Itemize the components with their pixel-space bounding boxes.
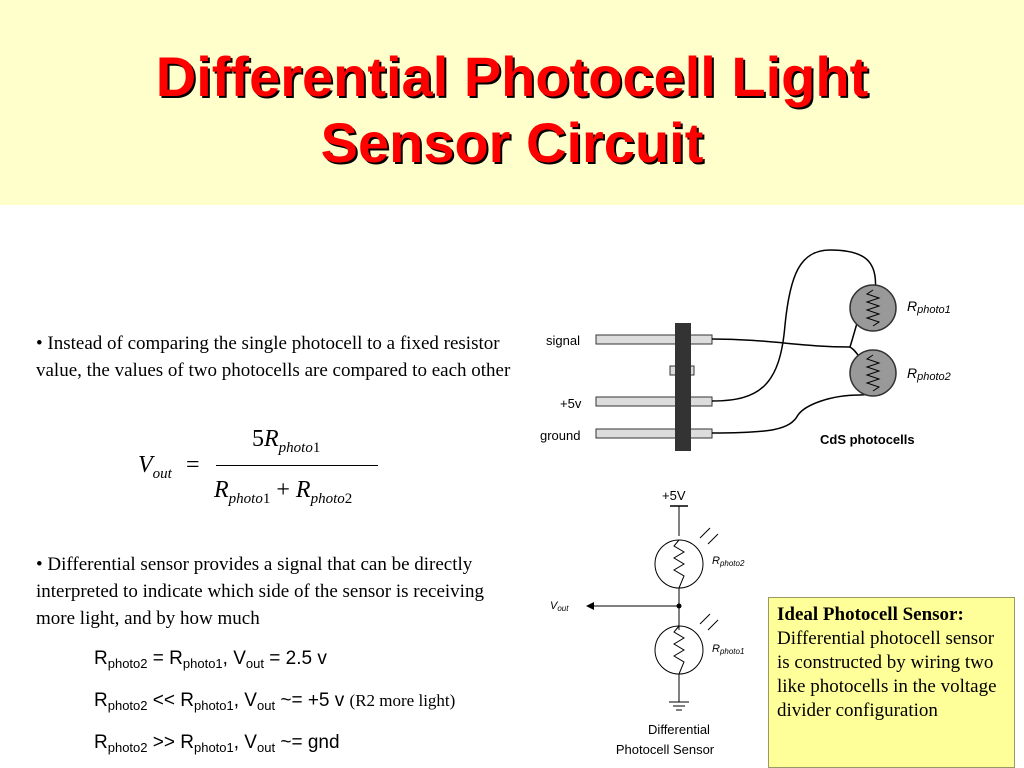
photoresistor-2-zigzag — [673, 539, 685, 589]
rel-note: (R2 more light) — [349, 691, 456, 710]
cds-caption: CdS photocells — [820, 432, 915, 447]
callout-body: Differential photocell sensor is constru… — [777, 628, 997, 721]
light-arrow — [699, 527, 711, 539]
rel-sub: photo2 — [107, 656, 148, 671]
rel-result: ~= gnd — [280, 732, 340, 753]
ideal-sensor-callout: Ideal Photocell Sensor: Differential pho… — [768, 597, 1015, 768]
rel-op: = R — [152, 648, 183, 669]
rel-sub: out — [256, 698, 276, 713]
formula-den-index1: 1 — [262, 490, 271, 507]
light-arrow — [707, 533, 719, 545]
formula-plus: + — [276, 477, 290, 503]
rel-r: R — [94, 732, 108, 753]
bullet-differential-sensor: • Differential sensor provides a signal … — [36, 554, 484, 629]
formula-coef: 5 — [252, 426, 264, 452]
schematic-caption-1: Differential — [648, 722, 710, 737]
voltage-divider-schematic: +5V Rphoto2 Vout Rphoto1 Differential Ph… — [550, 488, 745, 757]
connector-body — [675, 323, 691, 451]
callout-heading: Ideal Photocell Sensor: — [777, 604, 964, 625]
formula-equals: = — [186, 452, 200, 478]
photoresistor-1-zigzag — [673, 625, 685, 675]
rel-sub: photo2 — [107, 740, 148, 755]
wire-5v — [711, 249, 877, 402]
rel-sub: photo1 — [193, 698, 234, 713]
schematic-rphoto1-label: Rphoto1 — [712, 643, 744, 656]
light-arrow — [699, 613, 711, 625]
rel-sep: , V — [233, 732, 257, 753]
schematic-vout-label: Vout — [550, 600, 569, 613]
rel-sep: , V — [222, 648, 246, 669]
relation-equal: Rphoto2 = Rphoto1, Vout = 2.5 v — [94, 648, 327, 671]
photoresistor-1-body — [654, 625, 704, 675]
pin-signal — [595, 334, 713, 345]
rel-sub: out — [245, 656, 264, 671]
rel-r: R — [94, 690, 108, 711]
rel-sub: photo1 — [182, 656, 223, 671]
rel-op: << R — [152, 690, 194, 711]
formula-numerator: 5Rphoto1 — [252, 426, 320, 457]
formula-denominator: Rphoto1 + Rphoto2 — [214, 477, 352, 508]
formula-lhs-v: V — [138, 452, 153, 478]
photocell-1-zigzag — [865, 289, 881, 327]
rel-result: = 2.5 v — [269, 648, 327, 669]
photoresistor-2-body — [654, 539, 704, 589]
rel-sep: , V — [233, 690, 257, 711]
formula-fraction-bar — [216, 465, 378, 466]
formula-num-index: 1 — [312, 439, 321, 456]
rel-op: >> R — [152, 732, 194, 753]
schematic-rphoto2-label: Rphoto2 — [712, 555, 745, 568]
formula-den-sub1: photo — [228, 490, 263, 507]
pin-label-ground: ground — [540, 428, 580, 443]
wire-ground — [711, 374, 876, 434]
formula-den-sub2: photo — [310, 490, 345, 507]
formula-lhs-sub: out — [152, 465, 172, 482]
title-band — [0, 0, 1024, 205]
bullet-compare-photocells: • Instead of comparing the single photoc… — [36, 333, 511, 381]
formula-num-r: R — [264, 426, 279, 452]
rel-sub: photo1 — [193, 740, 234, 755]
light-arrow — [707, 619, 719, 631]
pin-5v — [595, 396, 713, 407]
supply-label: +5V — [662, 488, 686, 503]
rel-sub: out — [256, 740, 276, 755]
photocell-wiring-diagram: signal +5v ground Rphoto1 Rphoto2 CdS ph… — [540, 249, 951, 451]
formula-den-r2: R — [295, 477, 311, 503]
rel-sub: photo2 — [107, 698, 148, 713]
formula-num-sub: photo — [278, 439, 313, 456]
pin-label-5v: +5v — [560, 396, 582, 411]
rphoto1-label: Rphoto1 — [907, 298, 951, 316]
relation-r1-more-light: Rphoto2 >> Rphoto1, Vout ~= gnd — [94, 732, 340, 755]
title-line-1: Differential Photocell Light — [155, 45, 869, 108]
slide-title: Differential Photocell Light Sensor Circ… — [0, 44, 1024, 176]
relation-r2-more-light: Rphoto2 << Rphoto1, Vout ~= +5 v (R2 mor… — [94, 690, 455, 713]
formula-den-index2: 2 — [344, 490, 353, 507]
pin-ground — [595, 428, 713, 439]
rphoto2-label: Rphoto2 — [907, 365, 951, 383]
formula-den-r1: R — [214, 477, 229, 503]
rel-result: ~= +5 v — [280, 690, 345, 711]
rel-r: R — [94, 648, 108, 669]
photocell-2-zigzag — [865, 354, 881, 392]
title-line-2: Sensor Circuit — [320, 111, 704, 174]
vout-arrow — [586, 602, 594, 610]
schematic-caption-2: Photocell Sensor — [616, 742, 715, 757]
pin-label-signal: signal — [546, 333, 580, 348]
